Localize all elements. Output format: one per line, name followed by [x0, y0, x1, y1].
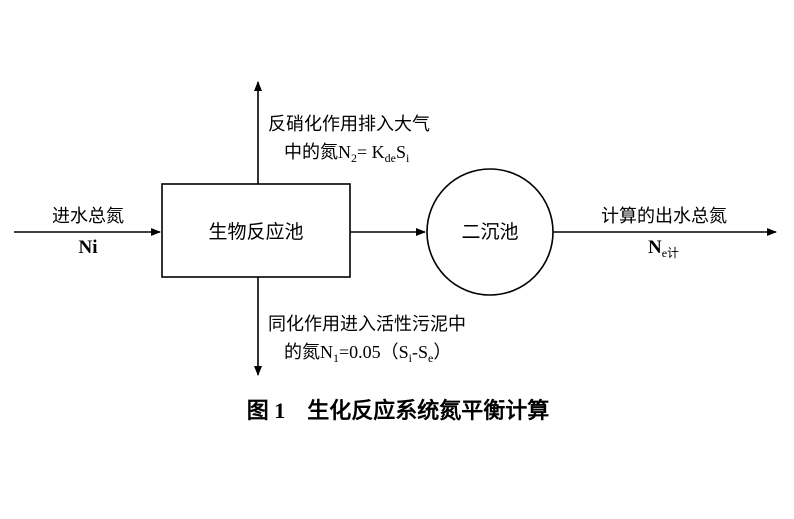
input-label: 进水总氮 — [52, 206, 124, 227]
secondary-clarifier-label: 二沉池 — [461, 221, 518, 243]
bioreactor-box — [161, 183, 351, 278]
denitrification-line1: 反硝化作用排入大气 — [268, 114, 430, 135]
denitrification-line2: 中的氮N2= KdeSi — [284, 142, 410, 165]
output-label: 计算的出水总氮 — [601, 206, 727, 227]
output-symbol: Ne计 — [648, 237, 679, 260]
bioreactor-label: 生物反应池 — [208, 221, 303, 243]
figure-caption: 图 1 生化反应系统氮平衡计算 — [247, 398, 550, 423]
assimilation-line2: 的氮N1=0.05（Si-Se） — [284, 342, 451, 365]
input-symbol: Ni — [79, 237, 98, 258]
assimilation-line1: 同化作用进入活性污泥中 — [268, 314, 466, 335]
